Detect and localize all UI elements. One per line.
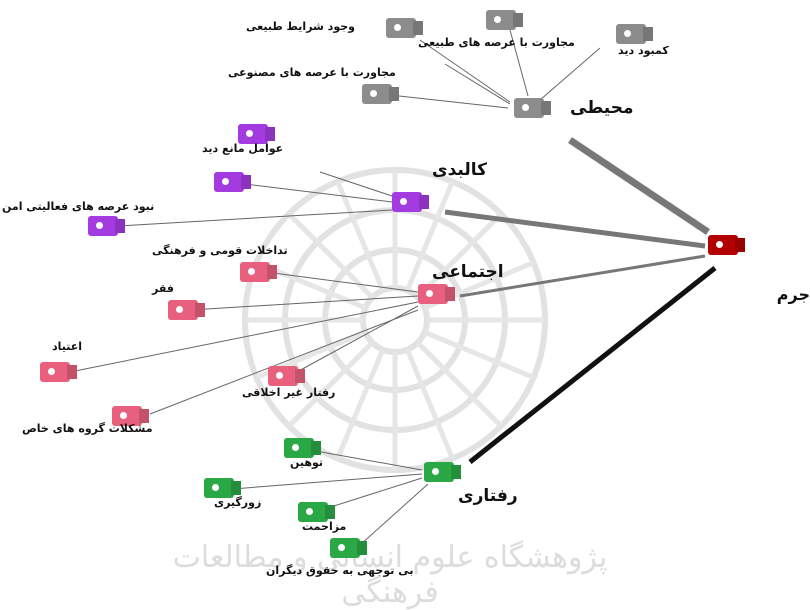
soc-poverty-label: فقر — [152, 282, 174, 295]
watermark-ray — [404, 348, 455, 460]
soc-addiction-node — [40, 362, 70, 382]
beh-harassment-label: مزاحمت — [302, 520, 347, 533]
trunk-social — [459, 254, 706, 298]
beh-extortion-node — [204, 478, 234, 498]
beh-disregard-rights-label: بی توجهی به حقوق دیگران — [266, 564, 414, 577]
env-natural-conditions-label: وجود شرایط طبیعی — [246, 20, 355, 33]
phys-unsafe-spaces-node — [88, 216, 118, 236]
social-group-label: اجتماعی — [432, 262, 504, 282]
physical-group-node — [392, 192, 422, 212]
soc-ethnic-cultural-label: تداخلات قومی و فرهنگی — [152, 244, 288, 257]
soc-immoral-behavior-label: رفتار غیر اخلاقی — [242, 386, 336, 399]
env-low-visibility-label: کمبود دید — [618, 44, 669, 57]
soc-immoral-behavior-node — [268, 366, 298, 386]
env-artificial-adjacency-node — [362, 84, 392, 104]
soc-ethnic-cultural-node — [240, 262, 270, 282]
env-natural-adjacency-label: مجاورت با عرصه های طبیعی — [418, 36, 575, 49]
watermark-ray — [335, 348, 386, 460]
watermark-ray — [335, 180, 386, 292]
phys-empty-node — [214, 172, 244, 192]
env-low-visibility-node — [616, 24, 646, 44]
beh-extortion-label: زورگیری — [214, 496, 262, 509]
leaf-connectors — [69, 29, 601, 546]
watermark-ray — [423, 329, 535, 380]
soc-special-groups-label: مشکلات گروه های خاص — [22, 422, 153, 435]
trunk-physical — [444, 209, 706, 249]
beh-insult-node — [284, 438, 314, 458]
phys-unsafe-spaces-label: نبود عرصه های فعالیتی امن — [2, 200, 155, 213]
phys-sight-obstacles-label: عوامل مانع دید — [202, 142, 284, 155]
crime-root-label: جرم — [776, 285, 810, 304]
beh-harassment-node — [298, 502, 328, 522]
env-natural-conditions-node — [386, 18, 416, 38]
soc-special-groups-node — [112, 406, 142, 426]
beh-disregard-rights-node — [330, 538, 360, 558]
crime-root-node — [708, 235, 738, 255]
trunk-environmental — [568, 137, 710, 235]
soc-poverty-node — [168, 300, 198, 320]
env-artificial-adjacency-label: مجاورت با عرصه های مصنوعی — [228, 66, 396, 79]
physical-group-label: کالبدی — [432, 160, 487, 180]
watermark-ray — [287, 212, 375, 300]
social-group-node — [418, 284, 448, 304]
env-natural-adjacency-node — [486, 10, 516, 30]
phys-sight-obstacles-node — [238, 124, 268, 144]
watermark-ray — [415, 340, 503, 428]
environmental-group-label: محیطی — [570, 98, 634, 118]
watermark-ray — [287, 340, 375, 428]
behavioral-group-node — [424, 462, 454, 482]
behavioral-group-label: رفتاری — [458, 486, 518, 506]
environmental-group-node — [514, 98, 544, 118]
trunk-behavioral — [468, 266, 717, 464]
soc-addiction-label: اعتیاد — [52, 340, 83, 353]
watermark-ray — [404, 180, 455, 292]
beh-insult-label: توهین — [290, 456, 324, 469]
watermark-rays — [245, 170, 545, 470]
diagram-canvas — [69, 29, 717, 546]
